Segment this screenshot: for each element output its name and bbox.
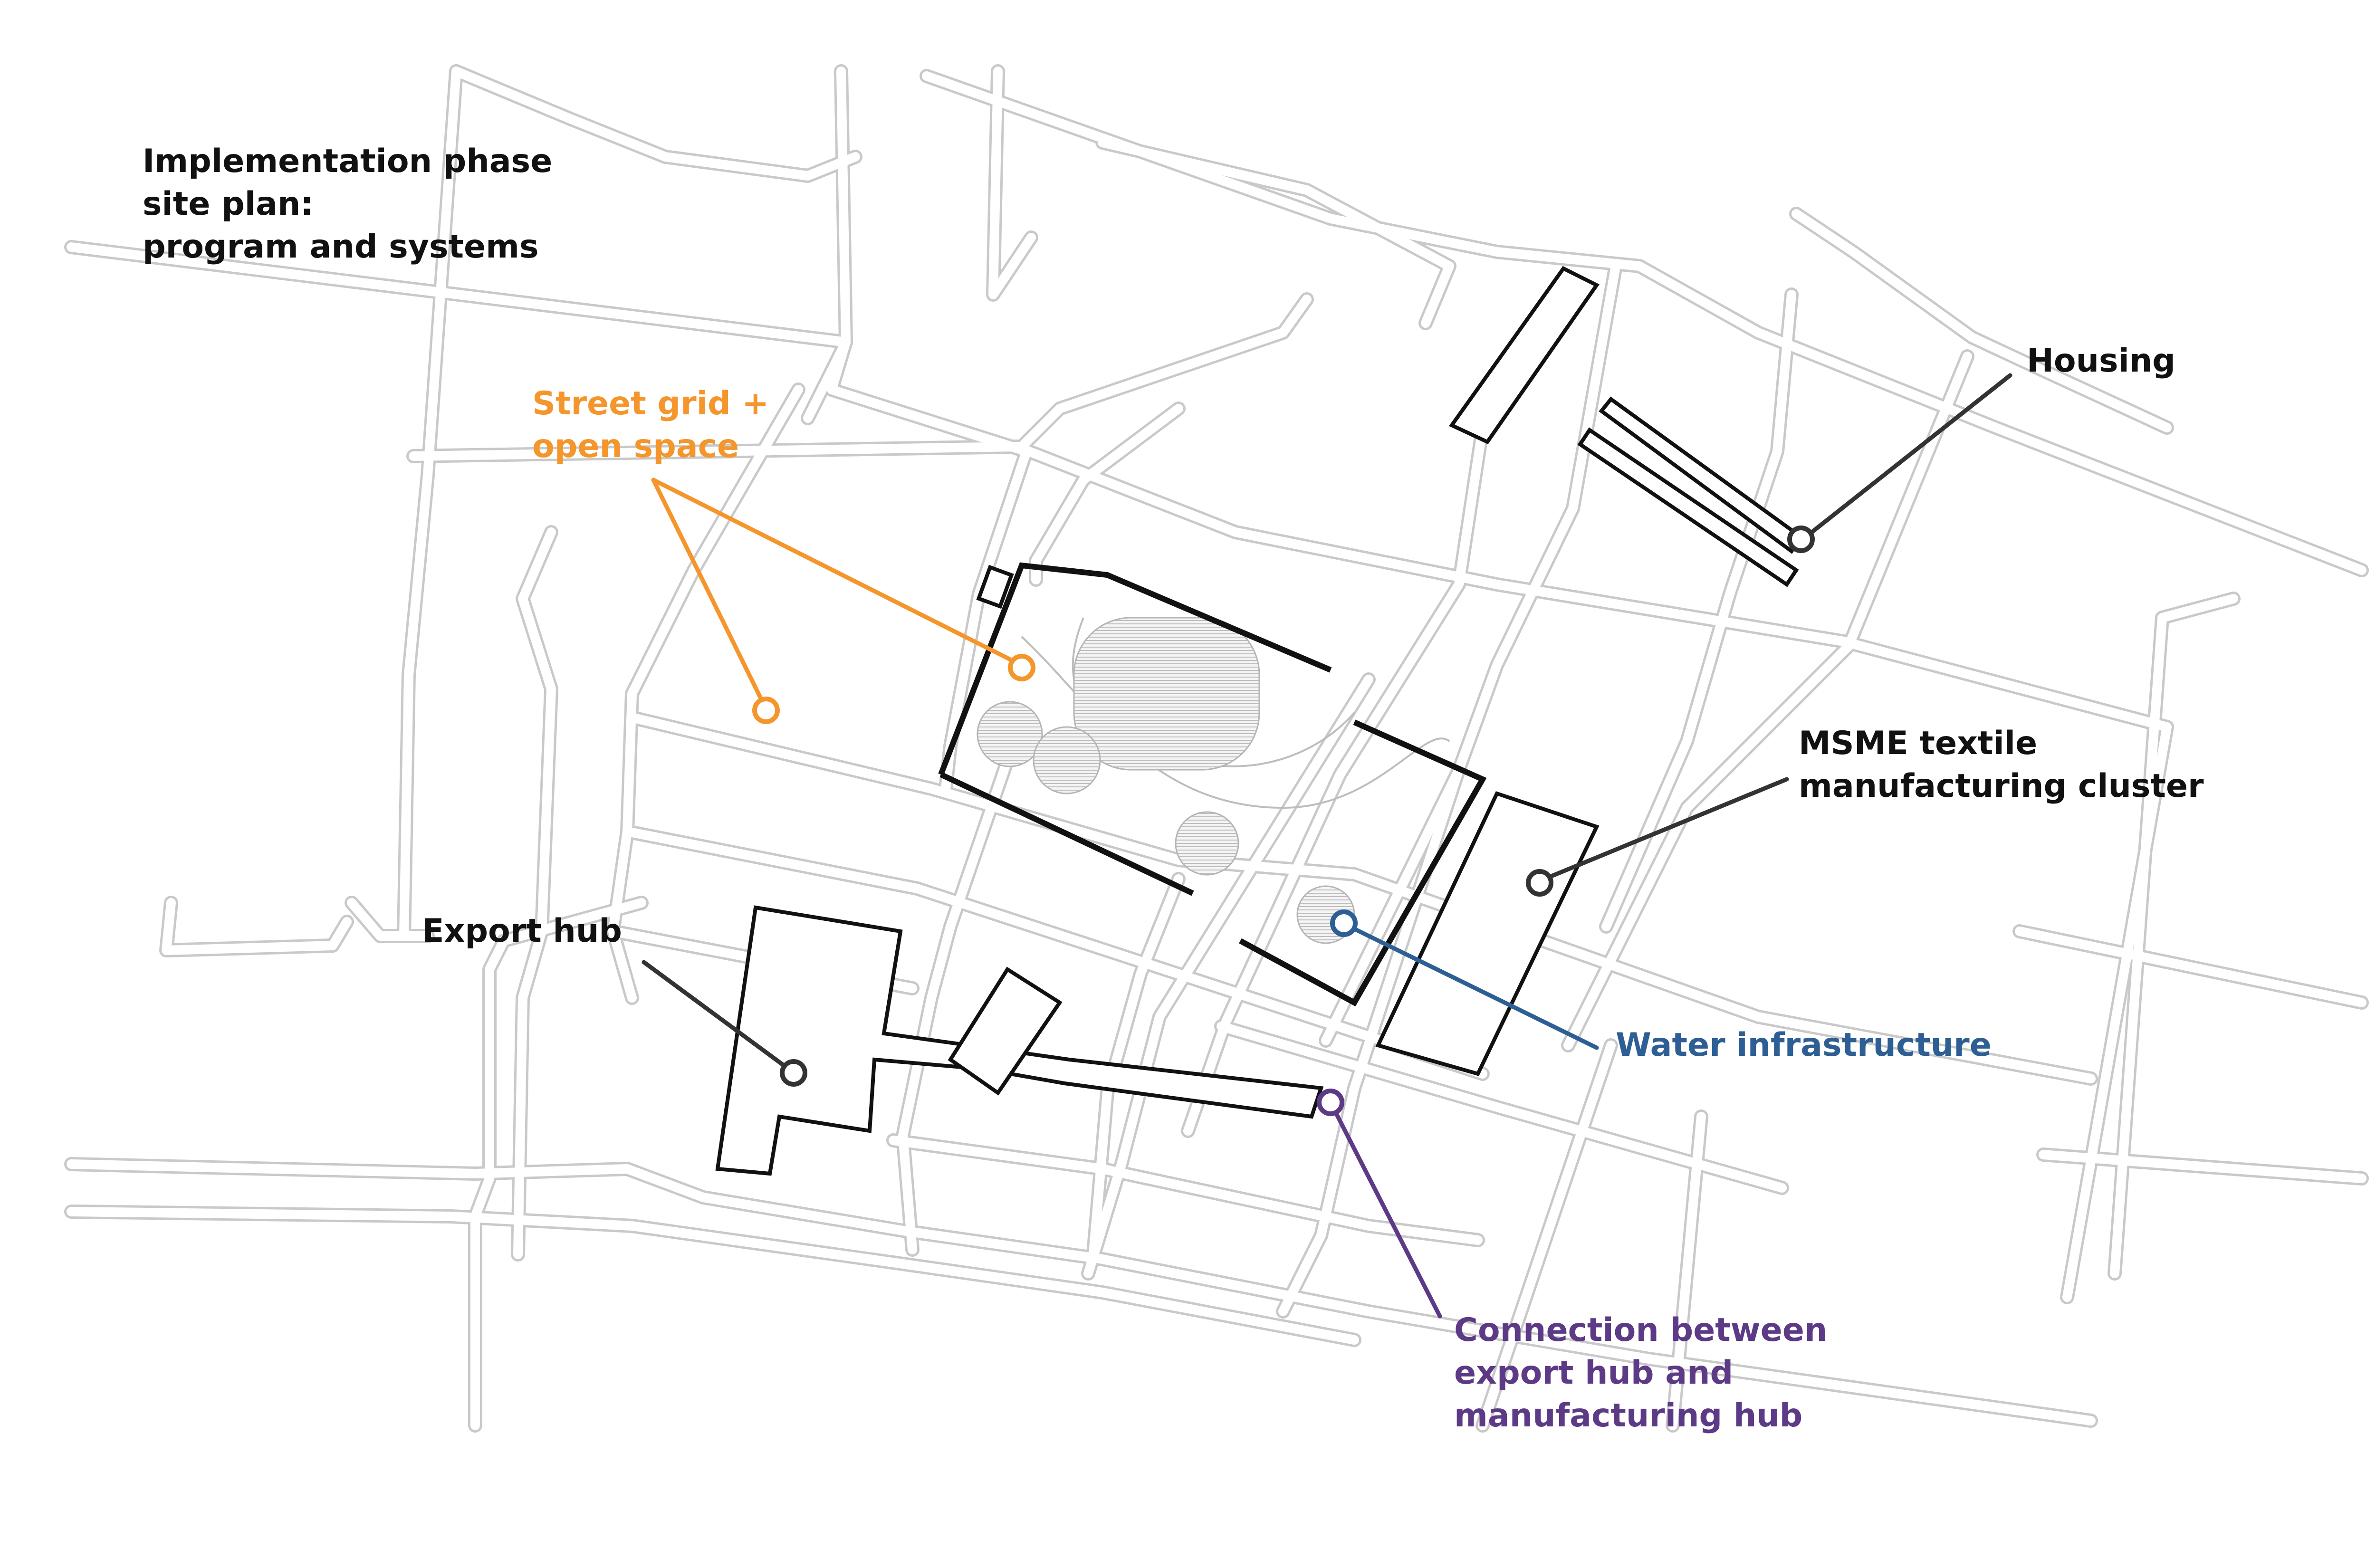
annotation-markers xyxy=(642,373,2012,1319)
water-label: Water infrastructure xyxy=(1616,1024,1992,1067)
housing-blocks xyxy=(1448,266,1804,587)
connection-label-line: manufacturing hub xyxy=(1454,1397,1803,1434)
export-hub-leader xyxy=(642,960,791,1071)
msme-leader xyxy=(1542,777,1789,881)
housing-label: Housing xyxy=(2027,340,2175,382)
export-hub-label: Export hub xyxy=(422,910,622,953)
street-grid-label: Street grid + open space xyxy=(532,382,769,468)
small-building xyxy=(976,564,1014,609)
export-hub-complex xyxy=(715,905,1324,1176)
connection-label-line: export hub and xyxy=(1454,1354,1734,1392)
housing-block xyxy=(1448,266,1600,445)
street-network xyxy=(64,64,2369,1433)
map-title-line: Implementation phase xyxy=(143,143,553,180)
export-hub-label-line: Export hub xyxy=(422,912,622,950)
msme-label: MSME textile manufacturing cluster xyxy=(1799,722,2204,808)
connection-pavilion xyxy=(948,966,1063,1096)
open-space-boundary xyxy=(939,772,1194,896)
connection-marker xyxy=(1317,1089,1344,1116)
street-grid-leader xyxy=(651,478,767,709)
map-title-line: program and systems xyxy=(143,228,539,266)
housing-block xyxy=(1577,427,1799,587)
housing-leader xyxy=(1803,373,2012,539)
pond xyxy=(1175,811,1239,876)
water-label-line: Water infrastructure xyxy=(1616,1026,1992,1064)
street-grid-marker xyxy=(1008,654,1035,681)
street-grid-label-line: Street grid + xyxy=(532,385,769,422)
map-title-line: site plan: xyxy=(143,185,314,223)
pond xyxy=(1033,726,1101,794)
water-leader xyxy=(1347,924,1599,1050)
msme-label-line: manufacturing cluster xyxy=(1799,767,2204,805)
connection-label: Connection between export hub and manufa… xyxy=(1454,1309,1827,1437)
msme-marker xyxy=(1526,869,1553,897)
export-hub-building xyxy=(715,905,1324,1176)
street-grid-leader xyxy=(651,478,1019,665)
housing-label-line: Housing xyxy=(2027,342,2175,380)
street-grid-label-line: open space xyxy=(532,428,739,465)
map-title: Implementation phase site plan: program … xyxy=(143,140,552,268)
msme-label-line: MSME textile xyxy=(1799,725,2038,762)
connection-leader xyxy=(1331,1105,1442,1319)
pond-large xyxy=(1073,617,1260,771)
export-hub-marker xyxy=(780,1059,807,1087)
connection-label-line: Connection between xyxy=(1454,1311,1828,1349)
open-space-boundary xyxy=(938,562,1332,776)
street-grid-marker xyxy=(752,697,780,724)
pond xyxy=(977,701,1043,767)
open-space-boundary xyxy=(1239,719,1487,1007)
central-open-space xyxy=(938,562,1487,1007)
housing-marker xyxy=(1787,526,1815,553)
road-inner xyxy=(67,67,2366,1430)
water-marker xyxy=(1330,909,1358,937)
